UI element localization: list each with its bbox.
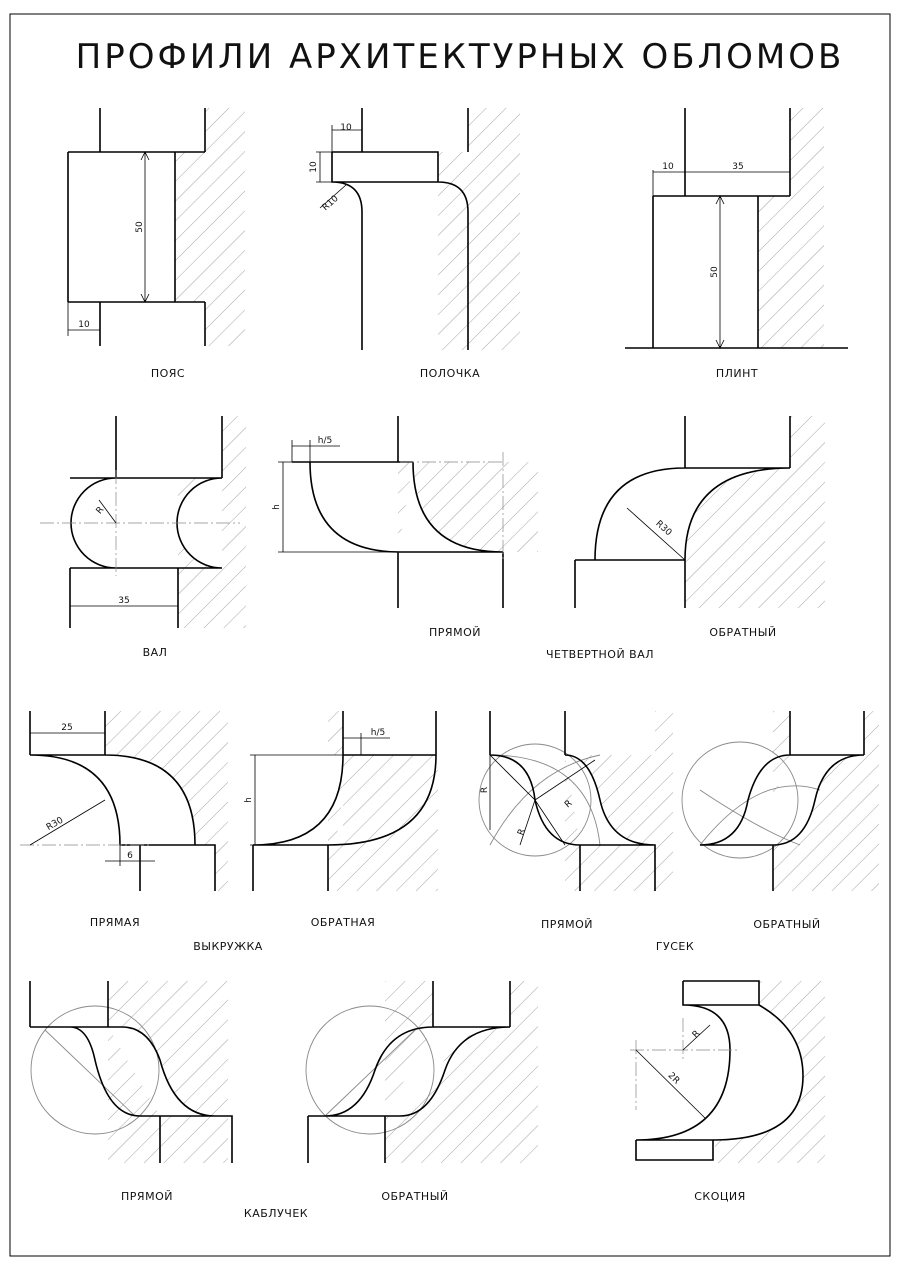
caption: ПРЯМАЯ <box>90 916 140 929</box>
profile-quarter-direct: h/5 h <box>272 416 538 608</box>
dim-label: h <box>272 504 282 510</box>
profile-skotsiya: R 2R <box>630 980 825 1163</box>
group-caption: ВЫКРУЖКА <box>193 940 263 953</box>
profile-val: R 35 <box>40 416 246 628</box>
caption: ПОЛОЧКА <box>420 367 480 380</box>
caption: ПРЯМОЙ <box>429 626 481 639</box>
dim-label: 6 <box>127 851 133 861</box>
dim-label: 10 <box>340 123 352 133</box>
dim-label: R <box>480 787 490 793</box>
dim-label: 10 <box>309 161 319 173</box>
caption: ПЛИНТ <box>716 367 758 380</box>
profile-kabluchek-reverse <box>305 981 538 1163</box>
dim-label: 10 <box>78 320 90 330</box>
profile-poyas: 50 10 <box>67 108 245 346</box>
dim-label: 35 <box>732 162 743 172</box>
caption: ОБРАТНЫЙ <box>709 626 776 639</box>
dim-label: 25 <box>61 723 72 733</box>
dim-label: R10 <box>321 194 341 213</box>
caption: ПРЯМОЙ <box>121 1190 173 1203</box>
group-caption: ЧЕТВЕРТНОЙ ВАЛ <box>546 648 654 661</box>
caption: ПОЯС <box>151 367 185 380</box>
dim-label: 50 <box>135 221 145 233</box>
dim-label: h/5 <box>371 728 385 738</box>
profile-kabluchek-direct <box>29 981 233 1163</box>
dim-label: R <box>691 1029 703 1041</box>
caption: ОБРАТНАЯ <box>311 916 376 929</box>
dim-label: R <box>516 828 528 837</box>
profile-plint: 10 35 50 <box>625 108 848 349</box>
profile-vykruzhka-direct: 25 R30 6 <box>20 711 228 891</box>
dim-label: R <box>563 799 574 811</box>
dim-label: 50 <box>710 266 720 278</box>
wall-hatch <box>108 981 228 1163</box>
profile-gusek-reverse <box>681 711 879 891</box>
group-caption: ГУСЕК <box>656 940 694 953</box>
caption: ОБРАТНЫЙ <box>753 918 820 931</box>
caption: ОБРАТНЫЙ <box>381 1190 448 1203</box>
caption: ВАЛ <box>143 646 168 659</box>
dim-label: R30 <box>653 519 673 538</box>
group-caption: КАБЛУЧЕК <box>244 1207 308 1220</box>
sheet-frame <box>9 13 891 1257</box>
page-title: ПРОФИЛИ АРХИТЕКТУРНЫХ ОБЛОМОВ <box>76 37 845 77</box>
caption: ПРЯМОЙ <box>541 918 593 931</box>
profile-polochka: 10 10 R10 <box>309 108 520 350</box>
dim-label: R <box>95 505 107 516</box>
profile-quarter-reverse: R30 <box>574 416 825 608</box>
dim-label: 2R <box>666 1071 682 1087</box>
dim-label: h <box>244 797 254 803</box>
profile-vykruzhka-reverse: h/5 h <box>244 711 438 891</box>
dim-label: 10 <box>662 162 674 172</box>
dim-label: h/5 <box>318 436 332 446</box>
caption: СКОЦИЯ <box>694 1190 746 1203</box>
profile-gusek-direct: R R R <box>478 711 673 891</box>
dim-label: 35 <box>118 596 129 606</box>
